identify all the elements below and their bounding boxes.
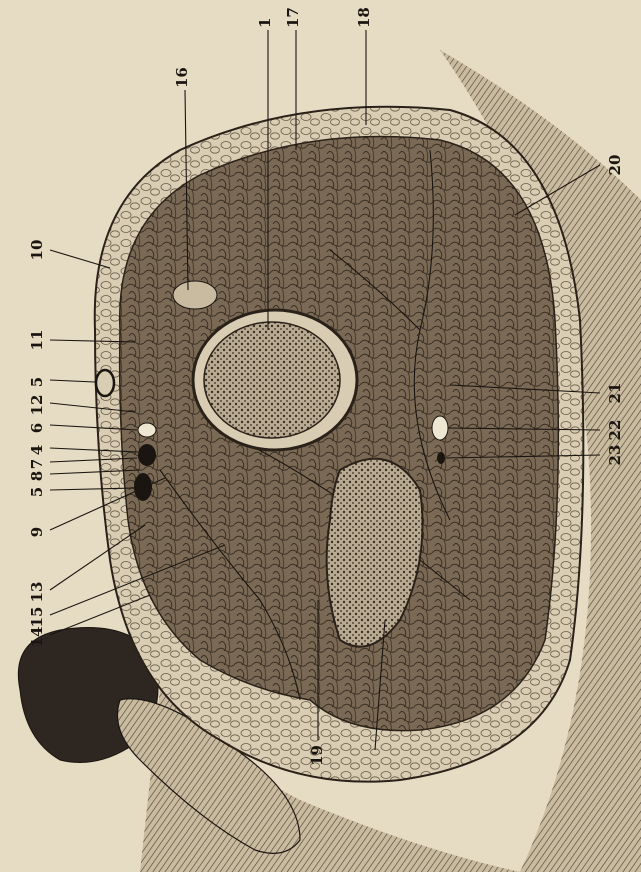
vessel: [96, 370, 114, 396]
label-16: 16: [173, 67, 191, 88]
label-11: 11: [28, 330, 46, 351]
label-22: 22: [606, 420, 624, 441]
label-5-upper: 5: [28, 377, 46, 387]
label-15: 15: [28, 607, 46, 628]
label-19: 19: [308, 745, 326, 766]
label-12: 12: [28, 395, 46, 416]
label-9: 9: [28, 527, 46, 537]
label-7: 7: [28, 459, 46, 469]
label-23: 23: [606, 445, 624, 466]
vessel: [437, 452, 445, 464]
label-21: 21: [606, 383, 624, 404]
label-4: 4: [28, 445, 46, 455]
label-6: 6: [28, 423, 46, 433]
label-17: 17: [284, 7, 302, 28]
label-1: 1: [256, 18, 274, 28]
label-8: 8: [28, 471, 46, 481]
vessel: [134, 473, 152, 501]
label-13: 13: [28, 582, 46, 603]
label-14: 14: [28, 627, 46, 648]
label-18: 18: [355, 7, 373, 28]
muscle-mass: [120, 137, 559, 731]
vessel: [432, 416, 448, 440]
label-5-lower: 5: [28, 487, 46, 497]
label-10: 10: [28, 240, 46, 261]
vessel: [138, 444, 156, 466]
vessel: [173, 281, 217, 309]
label-20: 20: [606, 155, 624, 176]
vessel: [138, 423, 156, 437]
femur-marrow: [204, 322, 340, 438]
